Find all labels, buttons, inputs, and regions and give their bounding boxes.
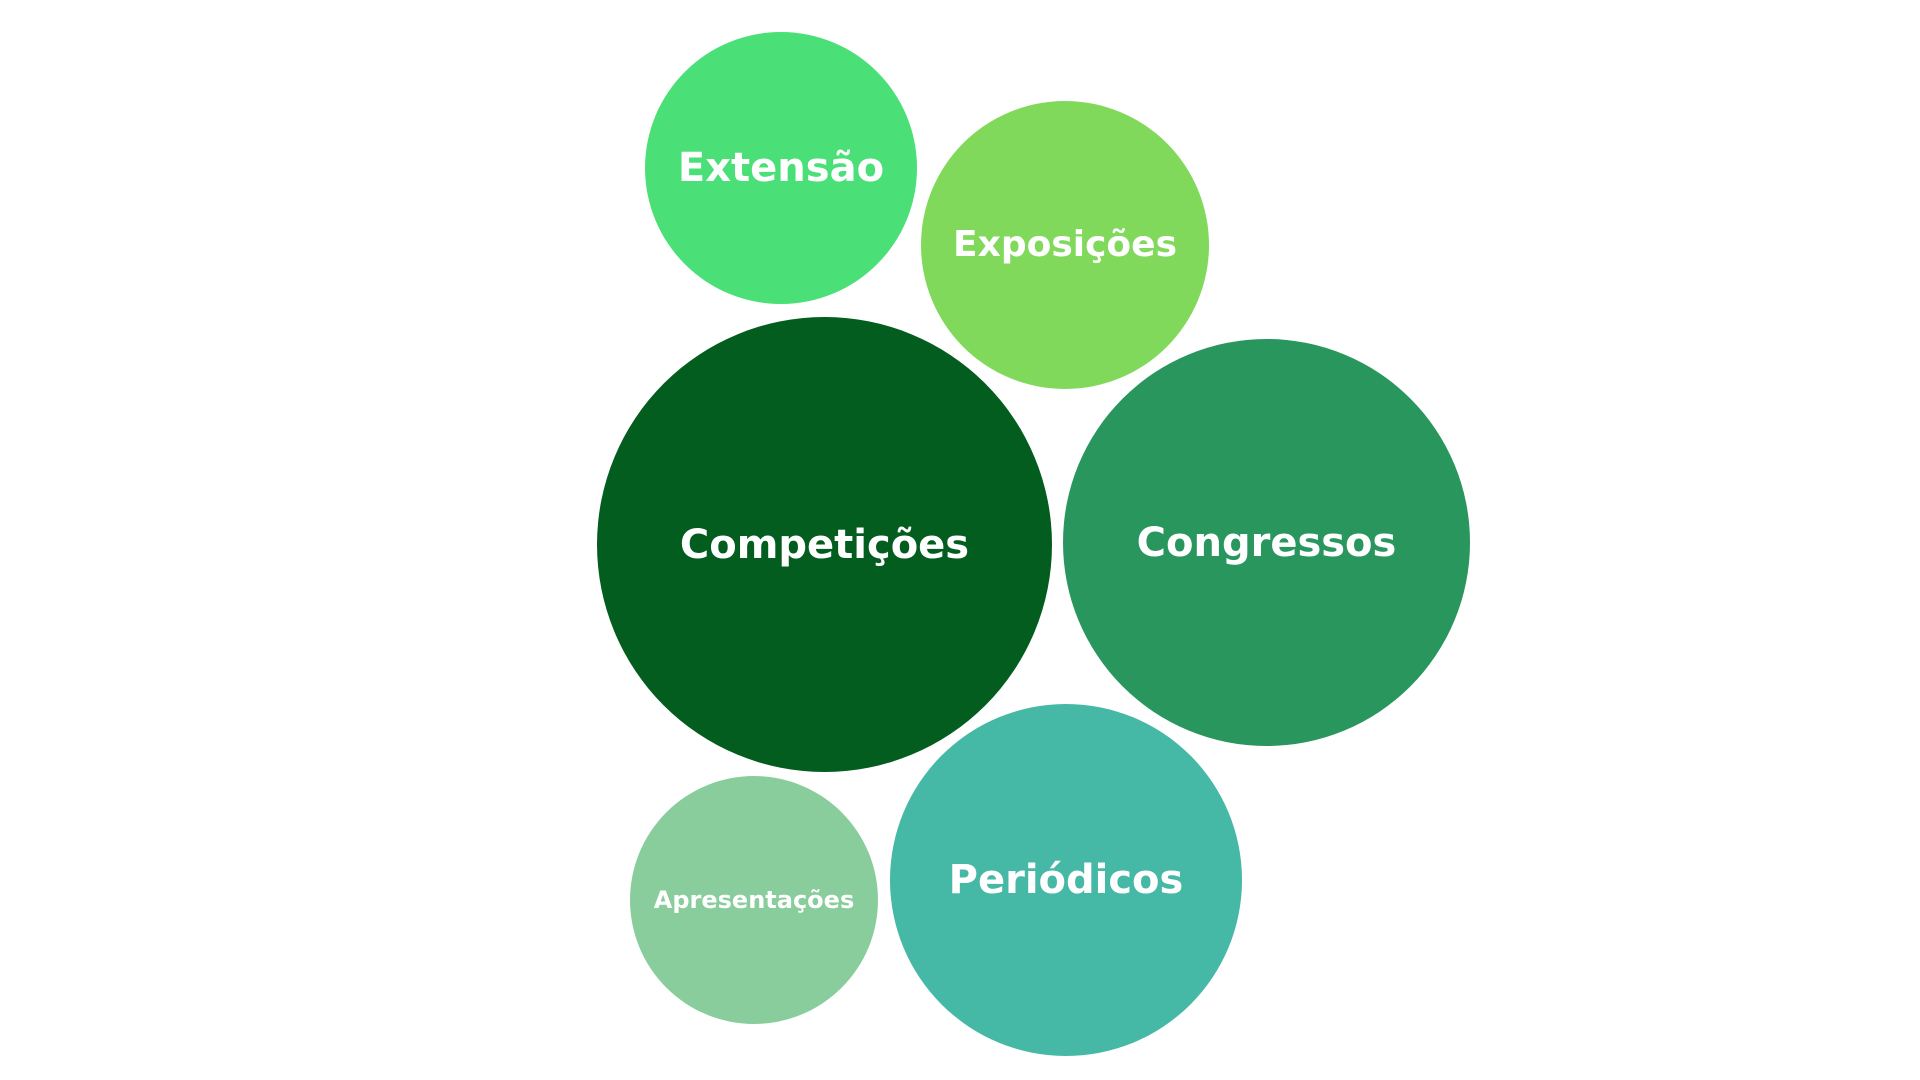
- bubble-competicoes: Competições: [597, 317, 1052, 772]
- bubble-label-congressos: Congressos: [1136, 519, 1397, 566]
- bubble-label-exposicoes: Exposições: [953, 224, 1177, 265]
- bubble-label-periodicos: Periódicos: [948, 857, 1184, 903]
- bubble-congressos: Congressos: [1063, 339, 1470, 746]
- bubble-apresentacoes: Apresentações: [630, 776, 878, 1024]
- bubble-label-extensao: Extensão: [677, 145, 885, 191]
- bubble-exposicoes: Exposições: [921, 101, 1209, 389]
- bubble-label-competicoes: Competições: [679, 521, 970, 568]
- bubble-periodicos: Periódicos: [890, 704, 1242, 1056]
- bubble-label-apresentacoes: Apresentações: [653, 886, 855, 914]
- bubble-extensao: Extensão: [645, 32, 917, 304]
